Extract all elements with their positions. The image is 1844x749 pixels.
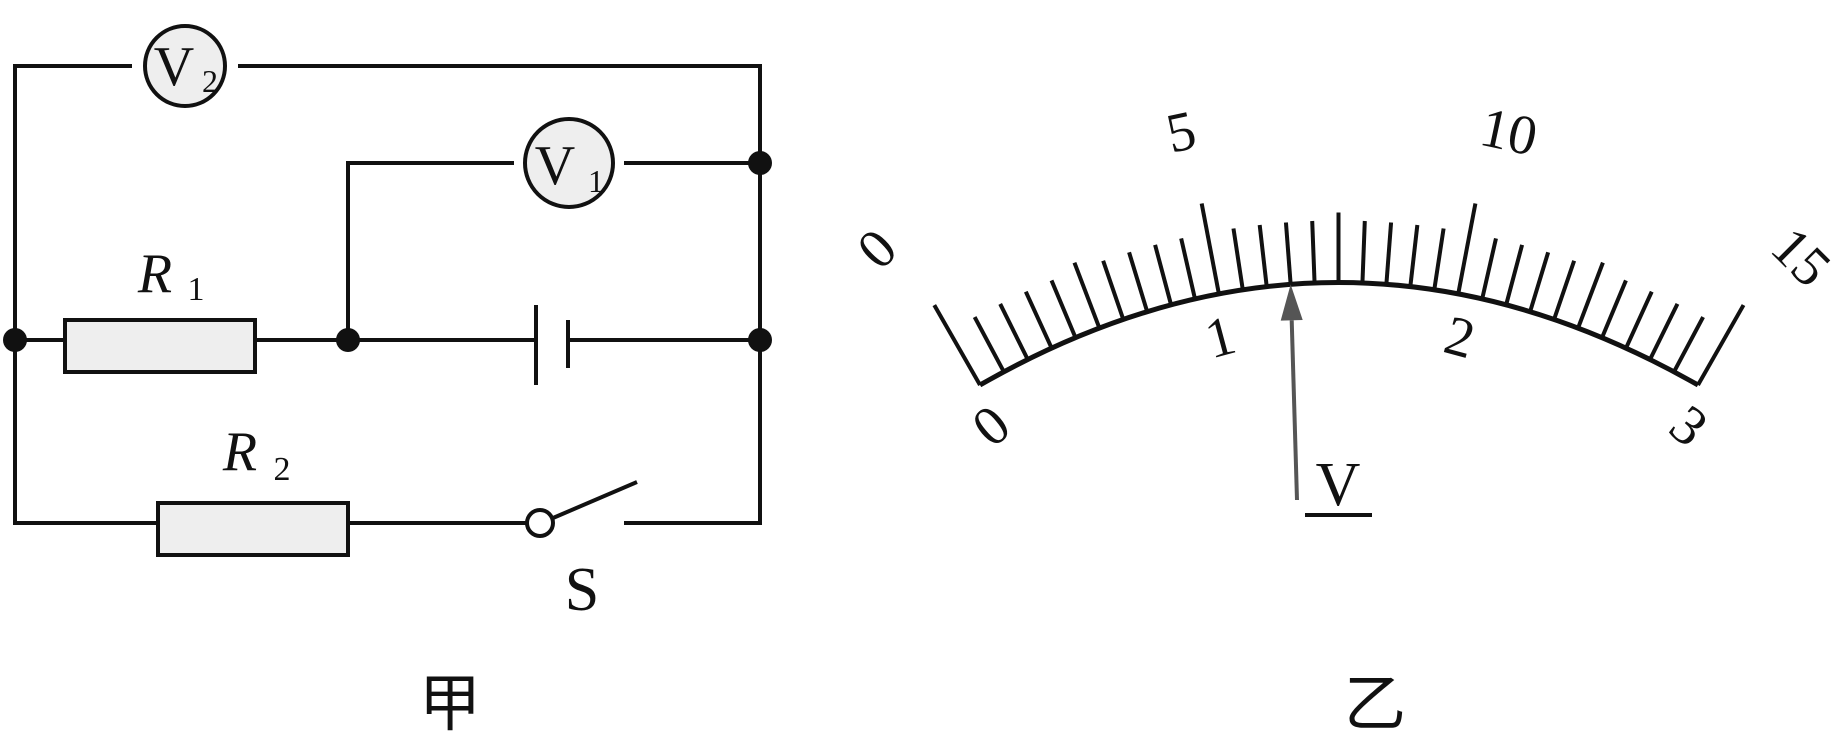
outer-label-0: 0 [845,217,909,281]
major-tick [1456,203,1478,295]
wire-v1-branch [346,161,762,342]
switch-s: S [525,480,638,624]
unit-label: V [1316,451,1361,519]
junction-dot [748,151,772,175]
meter-needle [1280,284,1303,501]
v1-subscript: 1 [588,163,604,199]
resistor-r1: R 1 [63,243,257,374]
meter-dial: 0 5 10 15 0 1 2 3 V 乙 [845,96,1842,739]
r1-letter: R [137,243,172,305]
junction-dot [748,328,772,352]
voltmeter-v1: V 1 [523,117,615,209]
minor-tick [1576,261,1605,329]
r2-subscript: 2 [274,451,291,488]
scale-ticks [932,203,1746,386]
inner-label-1: 1 [1199,304,1242,371]
major-tick [1199,203,1221,295]
minor-tick [1624,290,1654,349]
minor-tick [1552,260,1577,321]
scale-arc [978,280,1700,388]
outer-label-10: 10 [1475,96,1543,168]
minor-tick [1408,224,1420,287]
circuit-diagram: V 2 V 1 R 1 R 2 S [3,24,772,739]
minor-tick [1310,220,1317,284]
minor-tick [1432,228,1446,291]
outer-label-15: 15 [1759,216,1842,299]
minor-tick [1600,279,1628,339]
inner-label-3: 3 [1658,393,1719,458]
inner-label-2: 2 [1438,304,1481,371]
switch-label: S [565,556,599,624]
minor-tick [1127,251,1150,313]
r1-subscript: 1 [188,271,205,308]
battery [534,305,570,385]
junction-dot [3,328,27,352]
minor-tick [1504,244,1525,306]
minor-tick [1101,260,1126,321]
v2-subscript: 2 [202,63,218,99]
caption-yi: 乙 [1344,671,1406,739]
minor-tick [1528,251,1551,313]
minor-tick [998,303,1030,361]
minor-tick [1049,279,1078,339]
inner-label-0: 0 [961,393,1022,458]
minor-tick [1179,238,1197,300]
caption-jia: 甲 [419,671,481,739]
minor-tick [1648,303,1680,361]
resistor-r2: R 2 [156,421,350,557]
wire-top [13,64,762,342]
minor-tick [1153,244,1174,306]
minor-tick [1257,224,1269,287]
minor-tick [1023,290,1054,349]
minor-tick [1384,222,1394,285]
major-tick [932,304,982,386]
minor-tick [1072,261,1102,329]
v1-letter: V [535,135,575,197]
wire-bottom [13,338,762,525]
minor-tick [972,316,1006,373]
voltmeter-v2: V 2 [143,24,227,108]
minor-tick [1231,228,1245,291]
v2-letter: V [154,36,194,98]
outer-label-5: 5 [1161,99,1201,165]
minor-tick [1283,222,1293,285]
major-tick [1696,304,1746,386]
junction-dot [336,328,360,352]
minor-tick [1360,220,1367,284]
minor-tick [1672,316,1705,373]
minor-tick [1480,238,1498,300]
r2-letter: R [222,421,257,483]
